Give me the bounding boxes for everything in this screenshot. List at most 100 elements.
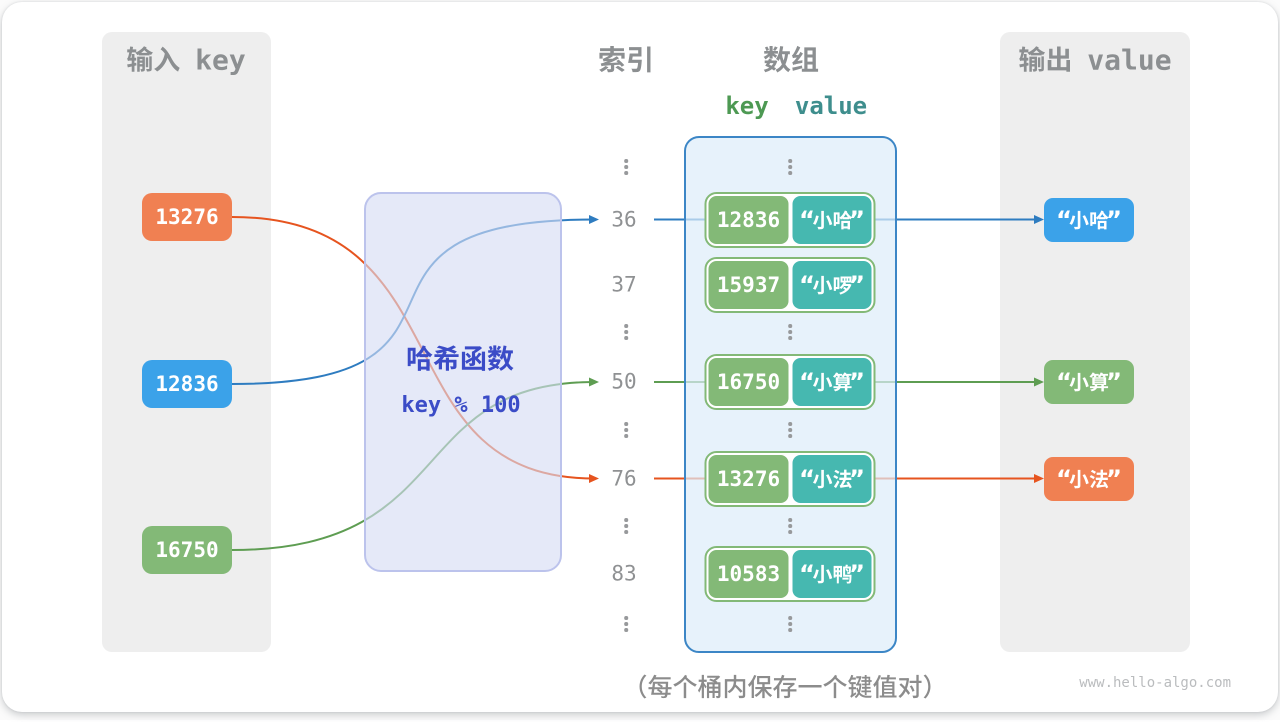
dot (788, 518, 792, 522)
index-ellipsis-dots (624, 324, 628, 340)
dot (624, 422, 628, 426)
array-ellipsis-dots (788, 518, 792, 534)
cjk-glyph (812, 564, 832, 584)
dot (788, 524, 792, 528)
dot (624, 622, 628, 626)
bucket-pair-xiaoluo: 15937 “” (704, 257, 876, 313)
arrowhead-blue-output (1034, 215, 1044, 224)
bucket-key: 13276 (708, 454, 789, 503)
output-value-box-xiaosuan: “” (1044, 360, 1134, 404)
latin-text-run: value (1070, 43, 1172, 77)
index-ellipsis-dots (624, 518, 628, 534)
hash-function-formula: key % 100 (401, 393, 521, 418)
dot (624, 428, 628, 432)
cjk-glyph (748, 674, 773, 699)
dot (624, 628, 628, 632)
bucket-pair-xiaofa: 13276 “” (704, 450, 876, 507)
dot (624, 159, 628, 163)
bucket-pair-xiaoha: 12836 “” (704, 191, 876, 248)
output-panel-title: value (1018, 43, 1172, 77)
bucket-key: 15937 (708, 261, 789, 309)
bucket-value: “” (792, 261, 872, 309)
bucket-value: “” (792, 454, 872, 503)
dot (624, 518, 628, 522)
array-ellipsis-dots (788, 159, 792, 175)
bucket-key: 12836 (708, 195, 789, 244)
input-key-box-12836: 12836 (142, 360, 232, 408)
cjk-glyph (798, 684, 822, 688)
array-key-label: key (725, 92, 769, 120)
index-value-36: 36 (611, 207, 637, 231)
dot (788, 628, 792, 632)
dot (788, 171, 792, 175)
cjk-glyph (487, 345, 514, 371)
index-value-83: 83 (611, 561, 637, 586)
index-ellipsis-dots (624, 159, 628, 175)
cjk-glyph (648, 674, 672, 699)
arrowhead-green-index (589, 377, 599, 387)
cjk-glyph (639, 674, 647, 699)
index-value-37: 37 (611, 272, 637, 297)
arrowhead-orange-index (589, 474, 599, 483)
arrowhead-blue-index (589, 215, 599, 224)
input-key-box-16750: 16750 (142, 526, 232, 574)
cjk-glyph (832, 469, 852, 488)
dot (788, 616, 792, 620)
cjk-glyph (898, 674, 922, 699)
cjk-glyph (433, 345, 459, 371)
cjk-glyph (724, 674, 746, 699)
index-column-header (598, 45, 654, 75)
array-column-header (763, 45, 819, 75)
bucket-value: “” (792, 358, 872, 406)
dot (788, 159, 792, 163)
cjk-glyph (673, 674, 697, 699)
array-value-label: value (794, 92, 868, 120)
cjk-glyph (1089, 469, 1109, 488)
latin-text-run: key (178, 43, 246, 77)
dot (624, 324, 628, 328)
cjk-glyph (1069, 372, 1089, 392)
cjk-glyph (1069, 469, 1089, 488)
dot (788, 324, 792, 328)
output-value-panel (1000, 32, 1190, 652)
index-value-50: 50 (611, 369, 637, 394)
cjk-glyph (628, 46, 651, 73)
cjk-glyph (833, 276, 851, 295)
dot (624, 434, 628, 438)
cjk-glyph (823, 674, 847, 699)
index-ellipsis-dots (624, 616, 628, 632)
dot (624, 336, 628, 340)
cjk-glyph (791, 45, 819, 72)
bucket-key: 10583 (708, 550, 789, 598)
cjk-glyph (812, 210, 832, 229)
cjk-glyph (923, 674, 931, 699)
input-key-box-13276: 13276 (142, 193, 232, 241)
cjk-glyph (407, 345, 433, 371)
dot (788, 330, 792, 334)
bucket-value: “” (792, 195, 872, 244)
cjk-glyph (697, 674, 721, 699)
dot (624, 171, 628, 175)
array-ellipsis-dots (788, 324, 792, 340)
cjk-glyph (812, 469, 832, 488)
arrowhead-orange-output (1034, 474, 1044, 483)
dot (788, 530, 792, 534)
bucket-value: “” (792, 550, 872, 598)
dot (788, 622, 792, 626)
cjk-glyph (1019, 46, 1046, 72)
bucket-pair-xiaoya: 10583 “” (704, 546, 876, 602)
dot (624, 524, 628, 528)
dot (788, 428, 792, 432)
input-panel-title: key (126, 43, 246, 77)
cjk-glyph (599, 46, 625, 73)
bucket-pair-xiaosuan: 16750 “” (704, 354, 876, 410)
cjk-glyph (833, 564, 852, 584)
cjk-glyph (1089, 372, 1109, 392)
diagram-caption (623, 674, 948, 700)
dot (624, 616, 628, 620)
cjk-glyph (763, 46, 791, 73)
cjk-glyph (873, 674, 897, 699)
index-value-76: 76 (611, 466, 637, 490)
index-ellipsis-dots (624, 422, 628, 438)
